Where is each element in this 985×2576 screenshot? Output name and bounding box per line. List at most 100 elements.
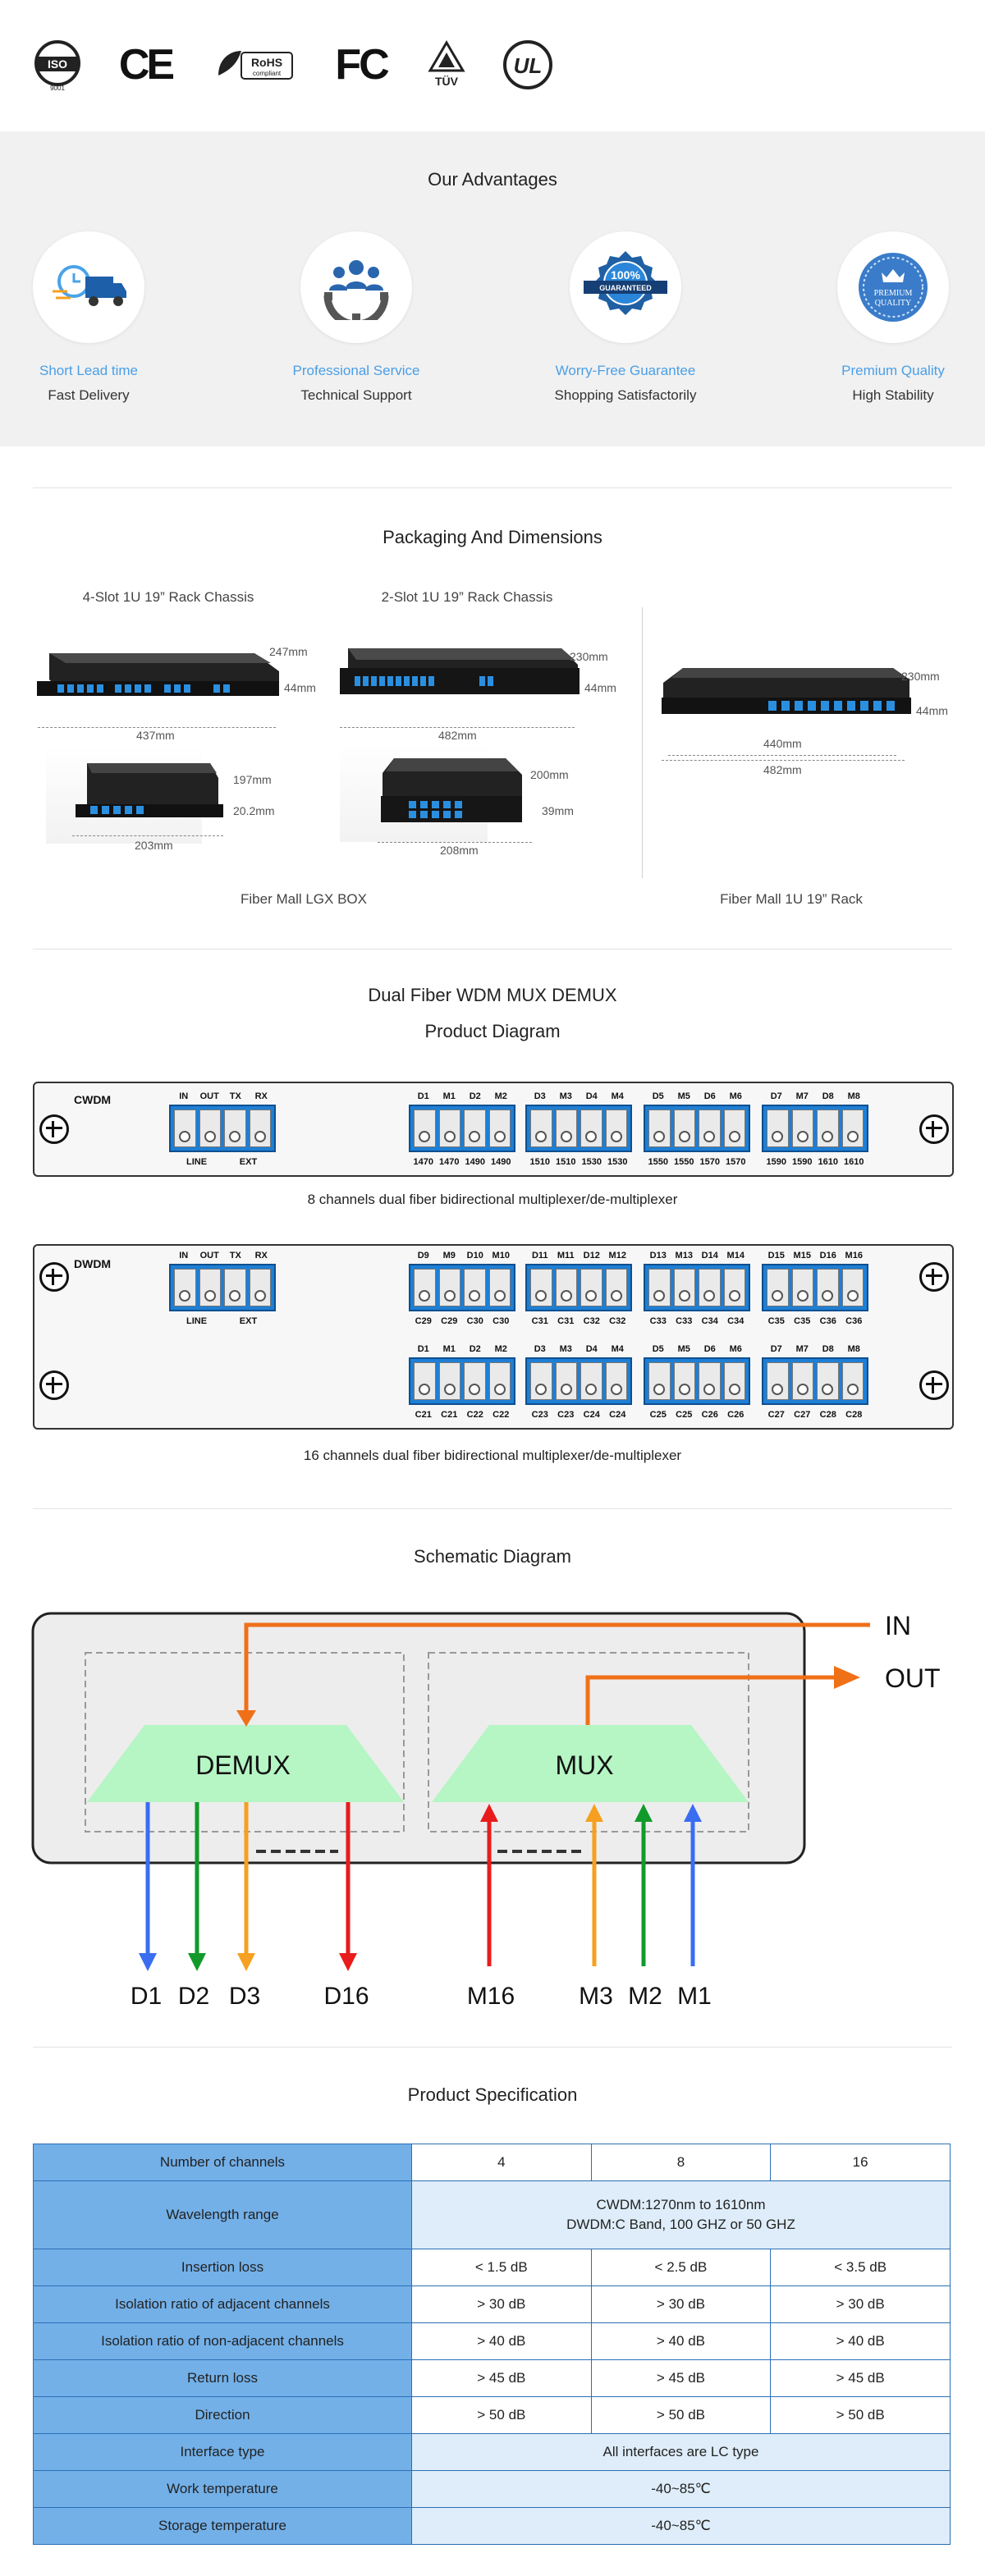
rack-screw-icon <box>919 1262 949 1292</box>
product-diagram-title-1: Dual Fiber WDM MUX DEMUX <box>368 985 617 1005</box>
rack-screw-icon <box>39 1262 69 1292</box>
advantage-subtitle: Technical Support <box>300 387 412 403</box>
ce-icon: CE <box>118 41 175 89</box>
svg-text:GUARANTEED: GUARANTEED <box>599 284 652 292</box>
dim-width: 203mm <box>135 839 173 852</box>
dim-depth: 230mm <box>570 650 608 663</box>
spec-value: > 45 dB <box>411 2359 592 2397</box>
spec-value: > 40 dB <box>411 2322 592 2360</box>
channel-module <box>762 1105 868 1152</box>
cwdm-caption: 8 channels dual fiber bidirectional mult… <box>307 1192 678 1207</box>
dim-width-inner: 440mm <box>763 737 802 750</box>
rack-screw-icon <box>919 1114 949 1144</box>
channel-module <box>644 1105 750 1152</box>
spec-value: < 3.5 dB <box>770 2249 951 2286</box>
spec-label: Wavelength range <box>33 2180 412 2249</box>
channel-module <box>525 1357 632 1405</box>
team-gear-icon <box>300 231 412 343</box>
chassis-4slot-label: 4-Slot 1U 19” Rack Chassis <box>82 589 254 605</box>
vertical-divider <box>642 607 643 878</box>
dim-height: 44mm <box>584 681 616 694</box>
spec-value: All interfaces are LC type <box>411 2433 951 2471</box>
svg-text:100%: 100% <box>611 268 640 281</box>
spec-value: -40~85℃ <box>411 2470 951 2508</box>
svg-text:TÜV: TÜV <box>435 75 459 88</box>
specification-title: Product Specification <box>407 2084 578 2105</box>
schematic-diagram: DEMUX MUX IN OUT D1 D2 D3 D16 M16 M3 M2 … <box>31 1611 941 2010</box>
delivery-truck-icon <box>33 231 144 343</box>
in-arrowhead <box>236 1710 256 1727</box>
demux-block <box>87 1725 404 1802</box>
dim-depth: 230mm <box>901 670 940 683</box>
spec-label: Number of channels <box>33 2144 412 2181</box>
dim-depth: 247mm <box>269 645 308 658</box>
m2-label: M2 <box>628 1983 662 2010</box>
divider <box>33 2047 952 2048</box>
dwdm-caption: 16 channels dual fiber bidirectional mul… <box>303 1448 682 1463</box>
channel-module <box>525 1105 632 1152</box>
d2-label: D2 <box>178 1983 209 2010</box>
spec-value: < 1.5 dB <box>411 2249 592 2286</box>
schematic-title: Schematic Diagram <box>414 1546 571 1567</box>
spec-value-line: DWDM:C Band, 100 GHZ or 50 GHZ <box>566 2217 795 2232</box>
dim-depth: 197mm <box>233 773 272 786</box>
table-row: Direction > 50 dB > 50 dB > 50 dB <box>33 2396 951 2434</box>
dim-height: 39mm <box>542 804 574 817</box>
d1-label: D1 <box>131 1983 162 2010</box>
dim-line <box>340 727 575 728</box>
demux-label: DEMUX <box>195 1750 291 1780</box>
advantage-subtitle: High Stability <box>852 387 934 403</box>
spec-label: Isolation ratio of adjacent channels <box>33 2285 412 2323</box>
advantages-section: Our Advantages Short Lead time Fast Deli… <box>0 131 985 446</box>
product-diagram-title-2: Product Diagram <box>424 1021 561 1041</box>
spec-value: > 40 dB <box>590 2322 772 2360</box>
dim-width-outer: 482mm <box>763 763 802 776</box>
packaging-title: Packaging And Dimensions <box>383 527 602 547</box>
channel-module <box>525 1264 632 1311</box>
channel-module <box>409 1357 515 1405</box>
svg-text:QUALITY: QUALITY <box>875 299 911 308</box>
panel-label: DWDM <box>74 1257 112 1270</box>
spec-value: 4 <box>411 2144 592 2181</box>
svg-text:UL: UL <box>514 53 543 78</box>
channel-module <box>762 1264 868 1311</box>
table-row: Return loss > 45 dB > 45 dB > 45 dB <box>33 2359 951 2397</box>
table-row: Isolation ratio of non-adjacent channels… <box>33 2322 951 2360</box>
line-module <box>169 1264 276 1311</box>
table-row: Interface type All interfaces are LC typ… <box>33 2433 951 2471</box>
spec-value: < 2.5 dB <box>590 2249 772 2286</box>
spec-value: > 50 dB <box>590 2396 772 2434</box>
dim-line <box>668 755 896 756</box>
spec-value: > 30 dB <box>590 2285 772 2323</box>
spec-value: 8 <box>590 2144 772 2181</box>
svg-text:9001: 9001 <box>50 85 65 91</box>
specification-table: Number of channels 4 8 16 Wavelength ran… <box>33 2144 951 2545</box>
spec-label: Insertion loss <box>33 2249 412 2286</box>
fcc-icon: FC <box>335 41 389 89</box>
spec-value: > 50 dB <box>411 2396 592 2434</box>
channel-module <box>644 1264 750 1311</box>
svg-text:PREMIUM: PREMIUM <box>874 289 913 298</box>
table-row: Storage temperature -40~85℃ <box>33 2507 951 2545</box>
mux-label: MUX <box>555 1750 613 1780</box>
